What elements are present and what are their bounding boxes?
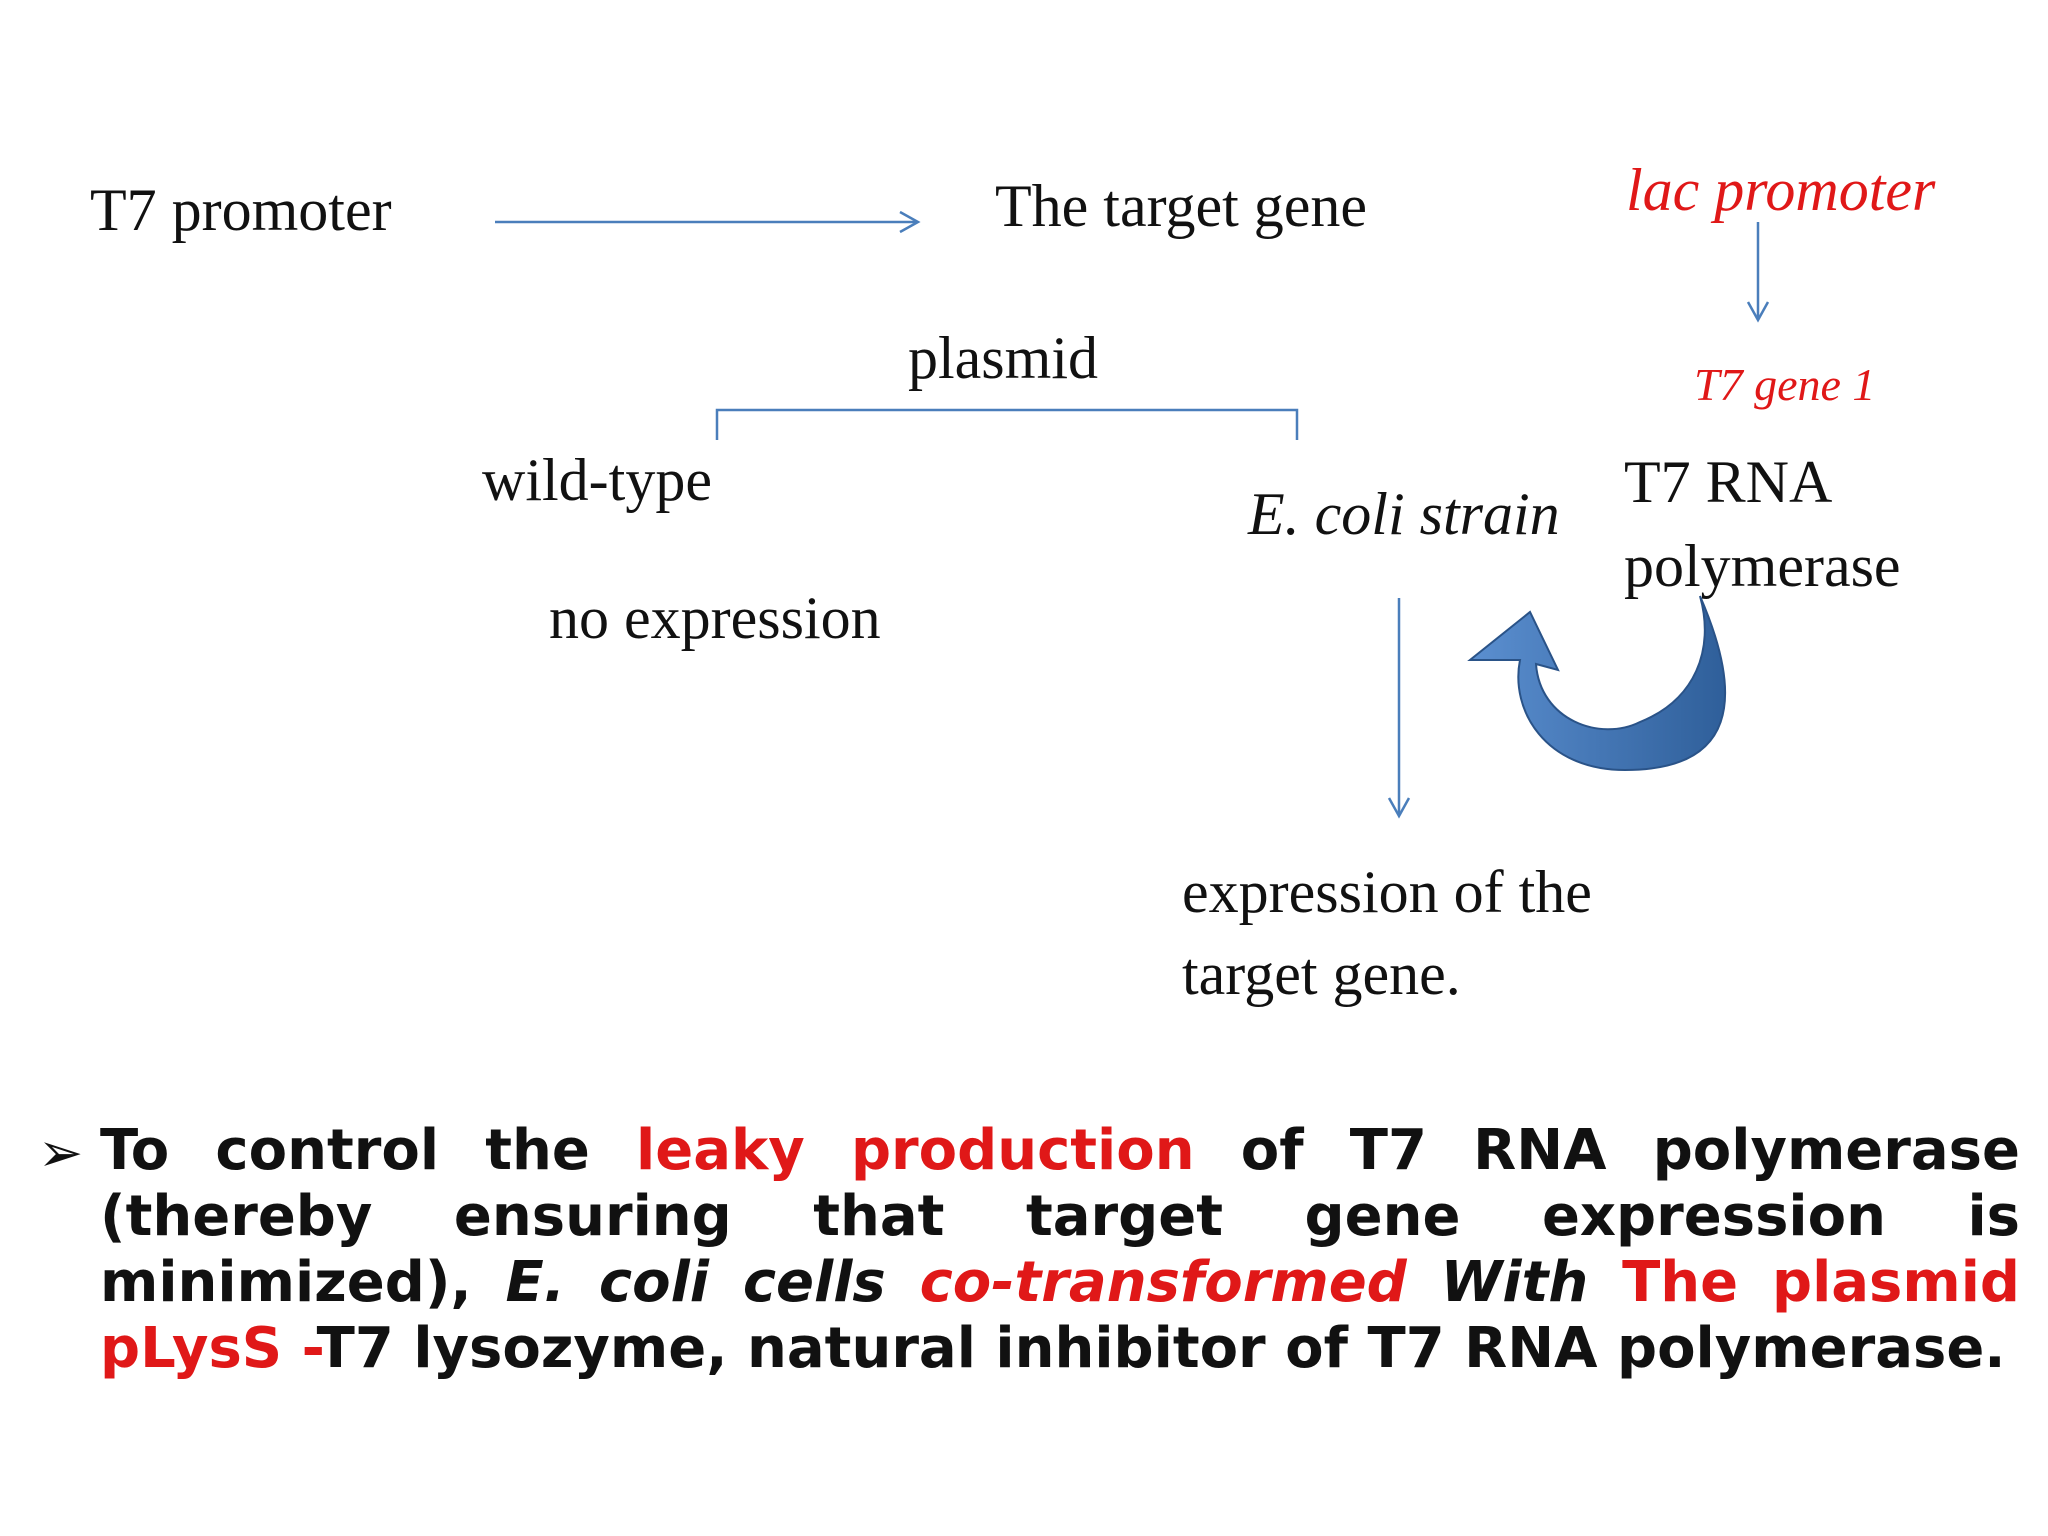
e-coli-cells-text: E. coli cells	[505, 1250, 886, 1315]
plasmid-plyss-highlight: The plasmid pLysS -	[100, 1250, 2021, 1381]
leaky-production-highlight: leaky production	[636, 1118, 1195, 1183]
t7-rna-label: T7 RNA	[1624, 449, 1833, 515]
t7-gene-1-label: T7 gene 1	[1694, 359, 1876, 410]
no-expression-label: no expression	[549, 585, 881, 651]
co-transformed-highlight: co-transformed	[919, 1250, 1407, 1315]
wild-type-label: wild-type	[482, 447, 712, 513]
expression-label-line1: expression of the	[1182, 859, 1592, 925]
plasmid-bracket	[715, 408, 1299, 440]
arrow-bullet-icon: ➢	[38, 1121, 84, 1184]
bullet-paragraph: ➢ To control the leaky production of T7 …	[38, 1118, 2020, 1382]
strain-to-expression-arrow	[1387, 598, 1411, 819]
expression-label-line2: target gene.	[1182, 941, 1461, 1007]
bullet-text-segment: To control the	[100, 1118, 637, 1183]
target-gene-label: The target gene	[995, 173, 1368, 239]
curved-block-arrow	[1467, 595, 1726, 772]
e-coli-strain-label: E. coli strain	[1248, 481, 1560, 547]
promoter-to-gene-arrow	[495, 210, 921, 234]
lac-promoter-label: lac promoter	[1626, 157, 1936, 223]
bullet-text-segment: T7 lysozyme, natural inhibitor of T7 RNA…	[316, 1316, 2006, 1381]
bullet-text-segment	[886, 1250, 920, 1315]
bullet-text-segment: of T7 RNA polymerase (thereby ensuring t…	[100, 1118, 2020, 1315]
bullet-text: To control the leaky production of T7 RN…	[100, 1118, 2020, 1382]
with-text: With	[1406, 1250, 1623, 1315]
polymerase-label: polymerase	[1624, 533, 1901, 599]
plasmid-label: plasmid	[908, 325, 1098, 391]
lac-to-gene1-arrow	[1746, 222, 1770, 323]
t7-promoter-label: T7 promoter	[90, 177, 392, 243]
